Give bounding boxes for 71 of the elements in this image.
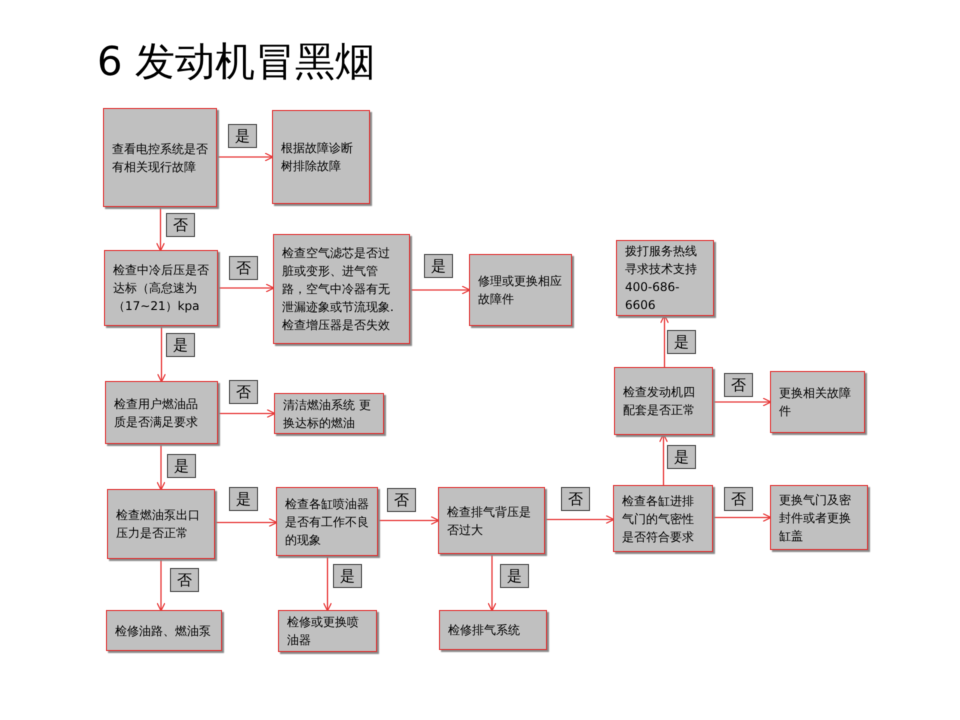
arrow [156,326,166,382]
arrow [217,152,274,162]
arrow [156,559,166,612]
edge-label: 否 [724,373,753,397]
box-text: 检查用户燃油品质是否满足要求 [114,396,199,430]
edge-label: 否 [724,487,753,511]
box-text: 检查排气背压是否过大 [447,504,532,538]
edge-label: 是 [166,333,195,357]
arrow [545,514,614,524]
box-text: 修理或更换相应故障件 [478,273,563,308]
arrow [713,397,772,407]
box-text: 更换气门及密封件或者更换缸盖 [779,492,852,544]
process-box [107,489,215,559]
arrow [218,408,276,418]
process-box [770,485,868,550]
box-text: 检修油路、燃油泵 [115,622,211,640]
arrow [156,444,166,490]
box-text: 更换相关故障件 [779,385,852,420]
edge-label: 否 [387,488,416,512]
box-text: 检查各缸喷油器是否有工作不良的现象 [285,496,369,548]
edge-label: 否 [229,380,258,404]
process-box [613,485,713,552]
process-box [272,110,370,204]
edge-label: 是 [667,330,696,354]
arrow [660,314,670,367]
process-box [104,250,218,326]
box-text: 检查空气滤芯是否过脏或变形、进气管路，空气中冷器有无泄漏迹象或节流现象.检查增压器是否失效 [282,245,395,334]
box-text: 检修排气系统 [448,622,520,639]
arrow [410,285,470,295]
box-text: 清洁燃油系统 更换达标的燃油 [283,396,372,432]
arrow [713,512,772,522]
box-text: 根据故障诊断树排除故障 [281,140,354,175]
edge-label: 是 [333,564,362,588]
box-text: 拨打服务热线寻求技术支持400-686-6606 [625,243,698,314]
edge-label: 否 [229,256,258,280]
process-box [276,487,378,556]
arrow [378,516,440,526]
box-text: 检查发动机四配套是否正常 [623,384,696,419]
title: 6 发动机冒黑烟 [97,38,376,87]
edge-label: 否 [166,213,195,237]
edge-label: 是 [167,454,196,478]
box-text: 检查各缸进排气门的气密性是否符合要求 [622,492,695,546]
edge-label: 是 [228,124,257,148]
process-box [438,487,545,554]
arrow [322,556,332,612]
box-text: 查看电控系统是否有相关现行故障 [112,140,208,176]
arrow [487,554,497,612]
process-box [106,610,222,651]
process-box [103,108,217,207]
arrow [156,207,166,252]
edge-label: 是 [229,487,258,511]
process-box [469,254,572,326]
edge-label: 是 [667,445,696,469]
arrow [215,518,278,528]
process-box [616,240,714,316]
edge-label: 否 [170,568,199,592]
process-box [105,381,218,444]
edge-label: 是 [424,254,453,278]
process-box [614,367,713,435]
box-text: 检修或更换喷油器 [287,614,360,649]
process-box [274,393,384,434]
arrow [218,283,274,293]
process-box [273,234,410,344]
edge-label: 是 [500,564,529,588]
box-text: 检查中冷后压是否达标（高怠速为（17~21）kpa [113,262,209,315]
box-text: 检查燃油泵出口压力是否正常 [116,507,201,542]
process-box [770,371,865,433]
arrow [658,434,668,485]
edge-label: 否 [561,487,590,511]
process-box [278,610,377,652]
process-box [439,610,547,650]
